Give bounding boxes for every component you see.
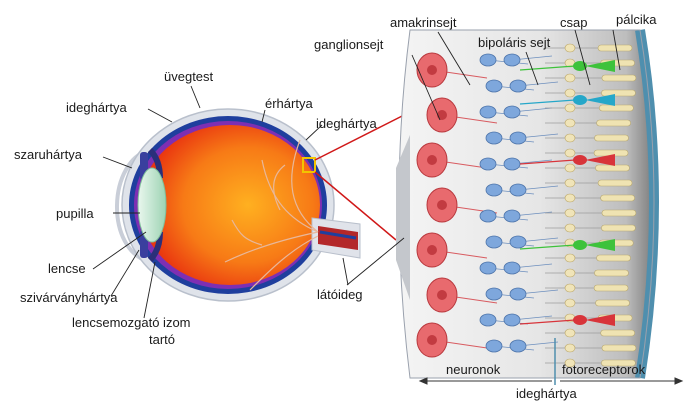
rod-cell [601,90,635,96]
rod-cell [594,285,628,291]
rod-cell [595,135,629,141]
bipolar-cell [486,80,502,92]
label-szaruhartya: szaruhártya [14,147,82,162]
rod-cell [598,180,632,186]
bipolar-cell [480,158,496,170]
label-ideghartya-top: ideghártya [66,100,127,115]
bipolar-cell [510,236,526,248]
bipolar-cell [510,340,526,352]
bipolar-cell [504,158,520,170]
bipolar-cell [480,262,496,274]
rod-cell [602,345,636,351]
label-csap: csap [560,15,587,30]
label-latoideg: látóideg [317,287,363,302]
label-palcika: pálcika [616,12,656,27]
label-bipolaris: bipoláris sejt [478,35,550,50]
rod-cell [601,195,635,201]
bipolar-cell [504,54,520,66]
bipolar-cell [480,314,496,326]
bipolar-cell [486,340,502,352]
rod-cell [596,300,630,306]
rod-cell [601,330,635,336]
bipolar-cell [486,288,502,300]
rod-cell [597,120,631,126]
rod-cell [594,270,628,276]
lens [138,168,166,242]
bipolar-cell [486,132,502,144]
vitreous-body [140,125,320,285]
bipolar-cell [480,54,496,66]
bipolar-cell [510,288,526,300]
label-uvegtest: üvegtest [164,69,213,84]
bipolar-cell [504,210,520,222]
rod-cell [602,75,636,81]
retina-side-wedge [396,135,410,300]
rod-cell [602,210,636,216]
label-tarto: tartó [149,332,175,347]
label-fotoreceptorok: fotoreceptorok [562,362,645,377]
label-amakrinsejt: amakrinsejt [390,15,456,30]
bipolar-cell [504,262,520,274]
rod-cell [595,165,629,171]
bipolar-cell [486,184,502,196]
label-erhartya: érhártya [265,96,313,111]
label-ideghartya-eye: ideghártya [316,116,377,131]
label-ganglionsejt: ganglionsejt [314,37,383,52]
retina-closeup [380,20,670,390]
bipolar-cell [504,314,520,326]
bipolar-cell [510,80,526,92]
bipolar-cell [480,106,496,118]
rod-cell [598,45,632,51]
bipolar-cell [510,132,526,144]
bipolar-cell [504,106,520,118]
label-neuronok: neuronok [446,362,500,377]
label-ideghartya-bottom: ideghártya [516,386,577,401]
rod-cell [597,255,631,261]
bipolar-cell [486,236,502,248]
label-lencsemozgato: lencsemozgató izom [72,315,191,330]
bipolar-cell [480,210,496,222]
bipolar-cell [510,184,526,196]
rod-cell [601,225,635,231]
label-szivarvanyhartya: szivárványhártya [20,290,118,305]
rod-cell [599,105,633,111]
label-pupilla: pupilla [56,206,94,221]
label-lencse: lencse [48,261,86,276]
